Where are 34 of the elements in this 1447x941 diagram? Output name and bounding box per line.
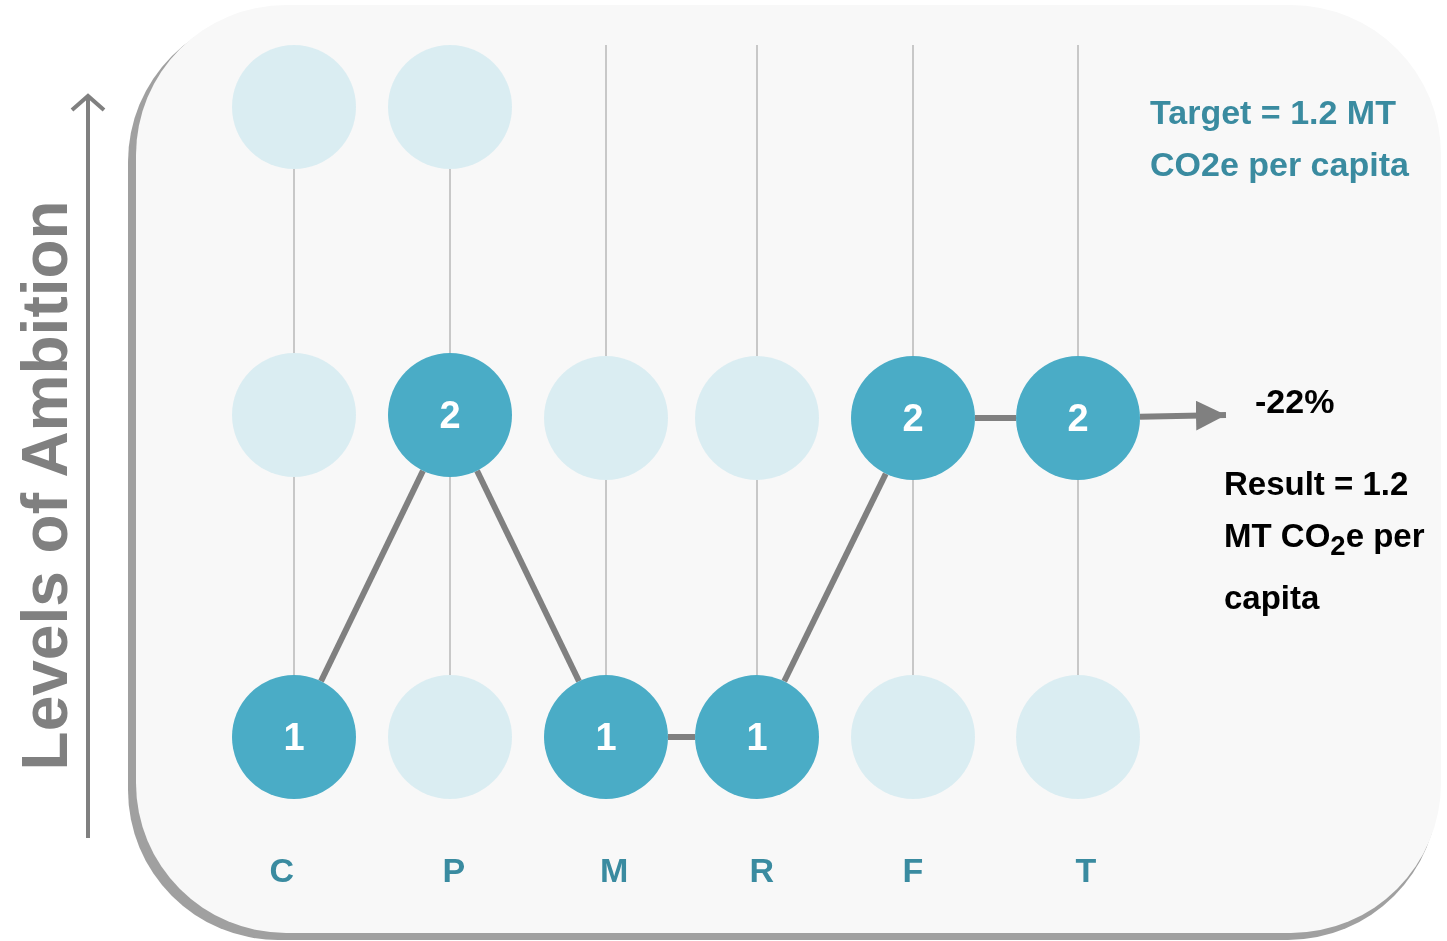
connector-line [449,168,451,354]
column-letter: F [902,850,924,891]
column-letter: M [600,850,629,891]
column-letter: T [1075,850,1097,891]
connector-line [1077,44,1079,357]
path-line [474,469,582,683]
connector-line [605,479,607,676]
level-number: 2 [1067,396,1089,440]
path-line [318,469,426,683]
level-number: 2 [439,393,461,437]
path-line [1139,400,1227,431]
level-number: 1 [283,715,305,759]
connector-line [912,479,914,676]
column-letter: R [749,850,775,891]
connector-line [912,44,914,357]
level-number: 2 [902,396,924,440]
column-letter: P [442,850,466,891]
target-text: Target = 1.2 MT CO2e per capita [1150,92,1410,185]
connector-line [449,476,451,676]
level-number: 1 [746,715,768,759]
path-line [975,415,1016,421]
connector-line [756,44,758,357]
column-letter: C [269,850,295,891]
connector-line [293,168,295,354]
path-line [668,734,695,740]
level-number: 1 [595,715,617,759]
path-line [781,472,889,683]
change-value: -22% [1255,381,1335,422]
axis-label: Levels of Ambition [7,199,82,770]
connector-line [1077,479,1079,676]
connector-line [293,476,295,676]
result-text: Result = 1.2 MT CO$_{2}$e per capita [1224,464,1426,618]
connector-line [605,44,607,357]
connector-line [756,479,758,676]
